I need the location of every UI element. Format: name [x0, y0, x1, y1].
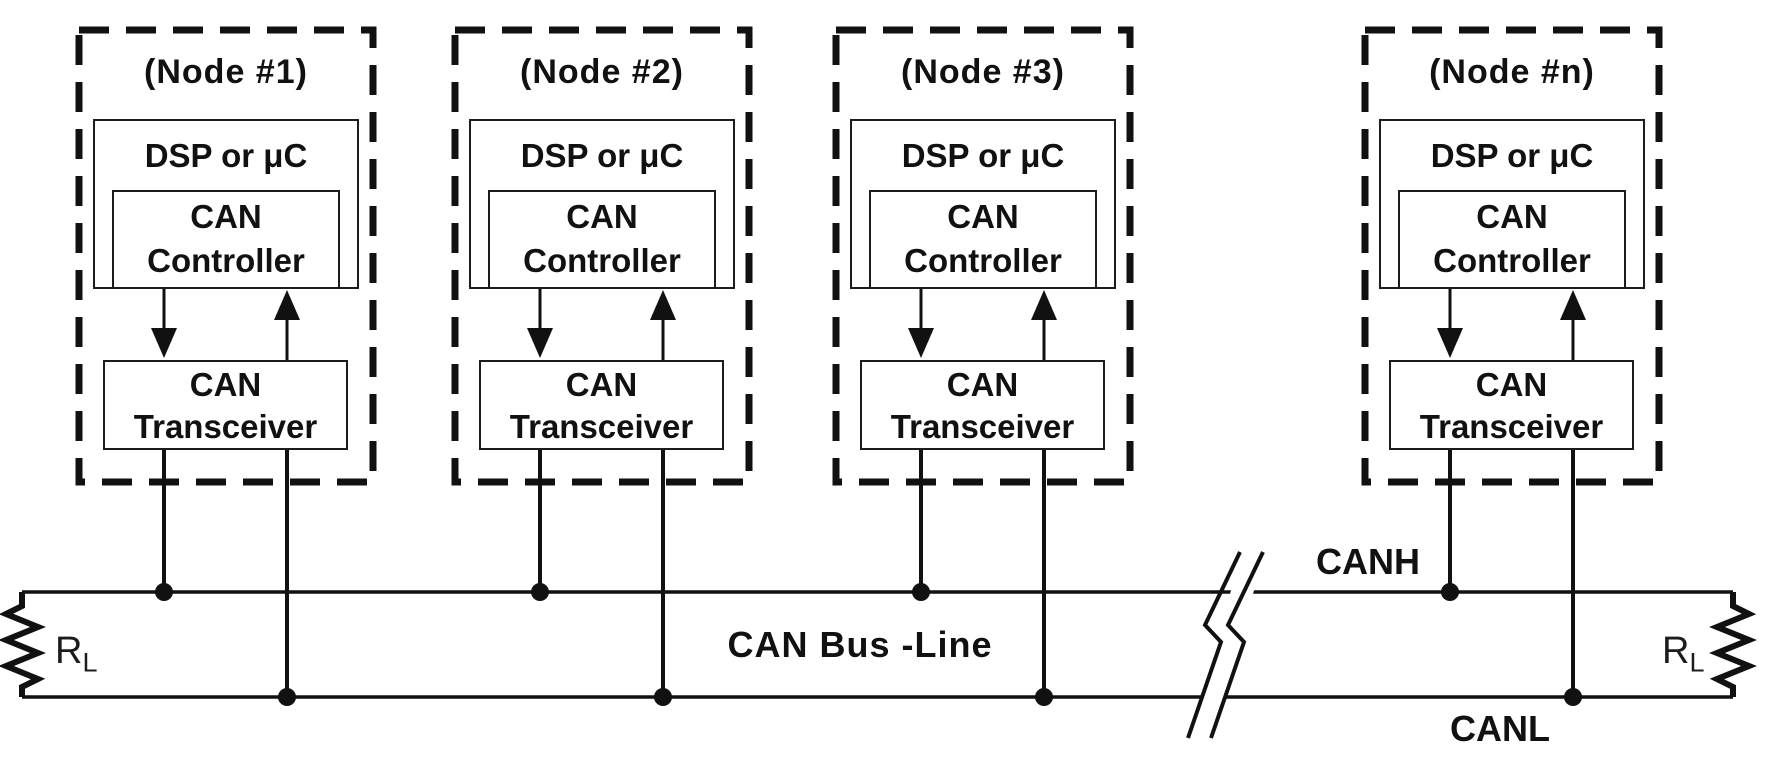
node-n-can-controller-box: CAN Controller [1398, 190, 1626, 289]
node-2-can-controller-box: CAN Controller [488, 190, 716, 289]
node-1-can-controller-box: CAN Controller [112, 190, 340, 289]
node-2-dsp-label: DSP or μC [520, 137, 684, 174]
terminator-resistor-left [0, 592, 46, 697]
bus-drop-lines [162, 448, 1575, 697]
node-n-transceiver-line2: Transceiver [1419, 408, 1604, 445]
terminator-label-left: RL [55, 630, 97, 679]
arrowheads [151, 290, 1586, 358]
node-3-can-transceiver-box: CAN Transceiver [860, 360, 1105, 450]
node-2-controller-line2: Controller [523, 242, 681, 279]
node-3-can-controller-box: CAN Controller [869, 190, 1097, 289]
controller-transceiver-arrows [162, 288, 1575, 360]
node-3-dsp-label: DSP or μC [901, 137, 1065, 174]
node-n-controller-line1: CAN [1476, 198, 1548, 235]
node-3-transceiver-line2: Transceiver [890, 408, 1075, 445]
node-3-dsp-box: DSP or μC CAN Controller [850, 119, 1116, 289]
node-2-transceiver-line1: CAN [565, 366, 638, 403]
node-1-dsp-label: DSP or μC [144, 137, 308, 174]
node-2-can-transceiver-box: CAN Transceiver [479, 360, 724, 450]
node-2-dsp-box: DSP or μC CAN Controller [469, 119, 735, 289]
canl-label: CANL [1450, 708, 1550, 749]
node-1-controller-line1: CAN [190, 198, 262, 235]
terminator-left-symbol: R [55, 630, 83, 672]
node-2-controller-line1: CAN [566, 198, 638, 235]
terminator-right-subscript: L [1689, 647, 1705, 678]
terminator-right-symbol: R [1662, 630, 1690, 672]
node-3-transceiver-line1: CAN [946, 366, 1019, 403]
node-dashed-borders [75, 26, 1663, 486]
node-n-controller-line2: Controller [1433, 242, 1591, 279]
node-n-transceiver-line1: CAN [1475, 366, 1548, 403]
node-n: (Node #n) DSP or μC CAN Controller CAN T… [1362, 27, 1662, 485]
node-1-title: (Node #1) [144, 53, 308, 91]
node-1-can-transceiver-box: CAN Transceiver [103, 360, 348, 450]
node-1: (Node #1) DSP or μC CAN Controller CAN T… [76, 27, 376, 485]
node-2-title: (Node #2) [520, 53, 684, 91]
node-n-dsp-label: DSP or μC [1430, 137, 1594, 174]
node-3: (Node #3) DSP or μC CAN Controller CAN T… [833, 27, 1133, 485]
node-2: (Node #2) DSP or μC CAN Controller CAN T… [452, 27, 752, 485]
canh-label: CANH [1316, 541, 1420, 582]
node-3-controller-line2: Controller [904, 242, 1062, 279]
terminator-left-subscript: L [82, 647, 98, 678]
node-3-controller-line1: CAN [947, 198, 1019, 235]
node-1-transceiver-line2: Transceiver [133, 408, 318, 445]
terminator-label-right: RL [1662, 630, 1704, 679]
can-bus-line-label: CAN Bus -Line [727, 624, 993, 665]
node-2-transceiver-line2: Transceiver [509, 408, 694, 445]
node-1-controller-line2: Controller [147, 242, 305, 279]
node-n-title: (Node #n) [1429, 53, 1595, 91]
node-n-dsp-box: DSP or μC CAN Controller [1379, 119, 1645, 289]
bus-break-mark [1186, 545, 1266, 745]
node-n-can-transceiver-box: CAN Transceiver [1389, 360, 1634, 450]
node-1-dsp-box: DSP or μC CAN Controller [93, 119, 359, 289]
junction-dots [155, 583, 1582, 706]
node-3-title: (Node #3) [901, 53, 1065, 91]
node-1-transceiver-line1: CAN [189, 366, 262, 403]
terminator-resistor-right [1709, 592, 1757, 697]
